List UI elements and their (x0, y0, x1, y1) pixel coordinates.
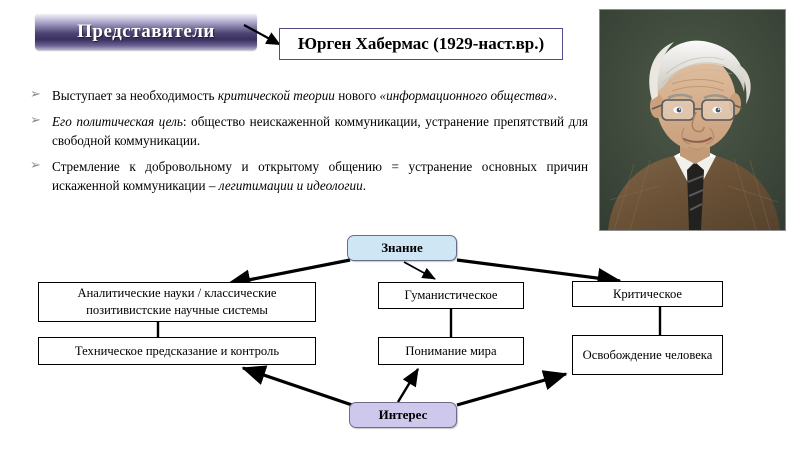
diagram-node-label: Гуманистическое (404, 288, 498, 302)
knowledge-interest-diagram: Знание Аналитические науки / классически… (0, 228, 800, 449)
diagram-node-label: Знание (381, 240, 423, 255)
diagram-node-knowledge[interactable]: Знание (347, 235, 457, 261)
bullet-list: ➢ Выступает за необходимость критической… (28, 86, 588, 202)
bullet-text: Стремление к добровольному и открытому о… (52, 159, 588, 193)
portrait-illustration (600, 10, 785, 230)
section-banner: Представители (35, 13, 257, 50)
bullet-arrow-icon: ➢ (30, 158, 41, 173)
bullet-arrow-icon: ➢ (30, 113, 41, 128)
person-name-box: Юрген Хабермас (1929-наст.вр.) (279, 28, 563, 60)
bullet-text: Выступает за необходимость критической т… (52, 88, 558, 103)
diagram-node-label: Освобождение человека (582, 347, 713, 362)
diagram-edges (156, 258, 662, 407)
diagram-node-label: Аналитические науки / классические позит… (77, 286, 277, 317)
person-name-text: Юрген Хабермас (1929-наст.вр.) (297, 34, 545, 53)
banner-title: Представители (77, 21, 215, 42)
list-item: ➢ Выступает за необходимость критической… (28, 86, 588, 105)
portrait-photo (599, 9, 786, 231)
diagram-node-human-liberation[interactable]: Освобождение человека (572, 335, 723, 375)
bullet-arrow-icon: ➢ (30, 87, 41, 102)
diagram-node-analytic-sciences[interactable]: Аналитические науки / классические позит… (38, 282, 316, 322)
diagram-node-label: Интерес (378, 407, 428, 422)
diagram-node-world-understanding[interactable]: Понимание мира (378, 337, 524, 365)
list-item: ➢ Его политическая цель: общество неиска… (28, 112, 588, 150)
diagram-node-technical-prediction[interactable]: Техническое предсказание и контроль (38, 337, 316, 365)
diagram-node-label: Техническое предсказание и контроль (74, 343, 280, 358)
list-item: ➢ Стремление к добровольному и открытому… (28, 157, 588, 195)
diagram-node-interest[interactable]: Интерес (349, 402, 457, 428)
diagram-node-label: Понимание мира (405, 343, 497, 358)
diagram-node-label: Критическое (612, 286, 683, 301)
diagram-node-critical[interactable]: Критическое (572, 281, 723, 307)
banner-to-name-arrow (243, 24, 281, 45)
diagram-node-humanistic[interactable]: Гуманистическое (378, 282, 524, 309)
bullet-text: Его политическая цель: общество неискаже… (52, 114, 588, 148)
